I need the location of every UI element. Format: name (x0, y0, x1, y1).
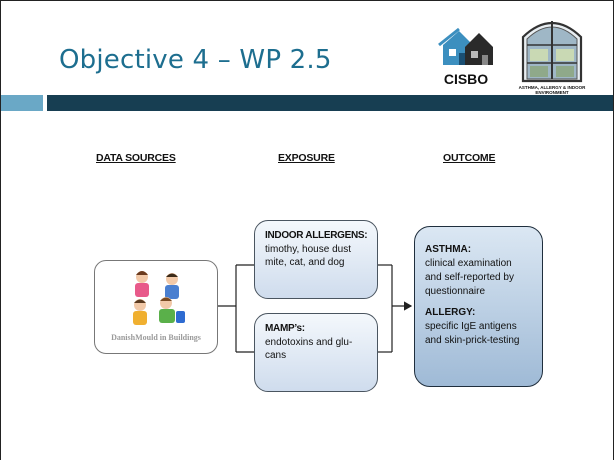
exposure-mamps-line: cans (265, 350, 287, 361)
exposure-box-indoor-allergens: INDOOR ALLERGENS: timothy, house dust mi… (254, 220, 378, 299)
header-band-light (1, 95, 43, 111)
window-icon (521, 21, 583, 83)
exposure-mamps-heading: MAMP’s: (265, 323, 305, 334)
outcome-allergy-line: and skin-prick-testing (425, 335, 520, 346)
exposure-box-mamps: MAMP’s: endotoxins and glu- cans (254, 313, 378, 392)
outcome-allergy-line: specific IgE antigens (425, 321, 517, 332)
exposure-mamps-line: endotoxins and glu- (265, 336, 353, 348)
column-header-outcome: OUTCOME (443, 152, 496, 164)
column-header-exposure: EXPOSURE (278, 152, 335, 164)
outcome-asthma-line: clinical examination (425, 258, 512, 269)
header-band-dark (47, 95, 613, 111)
cisbo-logo-text: CISBO (443, 71, 489, 87)
cisbo-logo: CISBO (435, 23, 497, 87)
window-logo: ASTHMA, ALLERGY & INDOOR ENVIRONMENT (509, 15, 595, 95)
outcome-box: ASTHMA: clinical examination and self-re… (414, 226, 543, 387)
children-illustration (133, 271, 185, 325)
exposure-allergens-line: timothy, house dust (265, 243, 351, 255)
slide-title: Objective 4 – WP 2.5 (59, 45, 332, 75)
outcome-asthma-line: and self-reported by (425, 272, 514, 283)
exposure-allergens-line: mite, cat, and dog (265, 257, 345, 268)
data-source-box: DanishMould in Buildings (94, 260, 218, 354)
column-header-data-sources: DATA SOURCES (96, 152, 176, 164)
exposure-allergens-heading: INDOOR ALLERGENS: (265, 230, 368, 241)
outcome-asthma-heading: ASTHMA: (425, 244, 472, 255)
window-logo-text: ASTHMA, ALLERGY & INDOOR ENVIRONMENT (518, 85, 586, 95)
house-icon (438, 27, 493, 65)
outcome-asthma-line: questionnaire (425, 286, 486, 297)
data-source-label: DanishMould in Buildings (111, 333, 201, 342)
outcome-allergy-heading: ALLERGY: (425, 307, 476, 318)
